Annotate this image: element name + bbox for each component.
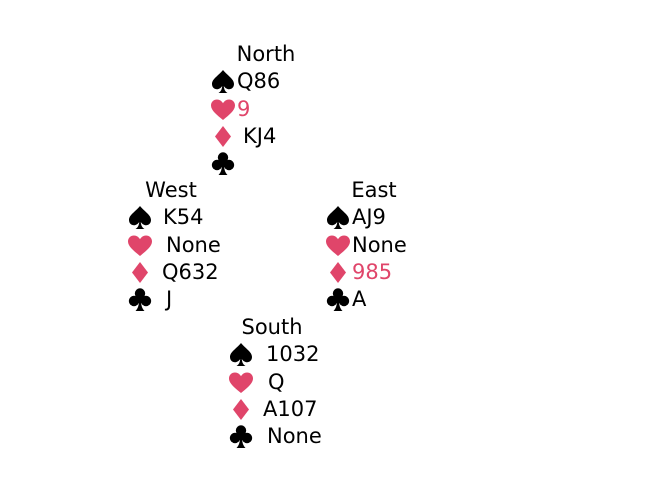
cards-hearts: 9 — [237, 96, 251, 121]
cards-spades: Q86 — [237, 69, 281, 94]
suit-row-diamonds: A107 — [227, 396, 347, 423]
hand-name-south: South — [241, 315, 303, 339]
suit-row-diamonds: KJ4 — [209, 123, 329, 150]
cards-diamonds: A107 — [263, 396, 318, 421]
suit-row-clubs: J — [126, 286, 246, 313]
club-icon — [126, 286, 154, 313]
suit-row-clubs: None — [227, 423, 347, 450]
spade-icon — [227, 341, 255, 368]
spade-icon — [126, 204, 154, 231]
cards-clubs: J — [166, 287, 173, 312]
cards-hearts: Q — [268, 369, 285, 394]
cards-clubs: A — [352, 287, 367, 312]
club-icon — [227, 423, 255, 450]
heart-icon — [209, 96, 237, 123]
spade-icon — [209, 68, 237, 95]
cards-hearts: None — [352, 232, 407, 257]
hand-name-north: North — [236, 42, 296, 66]
club-icon — [324, 286, 352, 313]
club-icon — [209, 150, 237, 177]
cards-spades: 1032 — [266, 342, 320, 367]
hand-west: West K54 None Q632 J — [126, 177, 246, 314]
cards-diamonds: 985 — [352, 259, 393, 284]
suit-row-spades: 1032 — [227, 341, 347, 368]
cards-hearts: None — [166, 232, 221, 257]
heart-icon — [126, 232, 154, 259]
suit-row-diamonds: 985 — [324, 259, 444, 286]
hand-name-west: West — [145, 178, 197, 202]
cards-spades: AJ9 — [352, 205, 386, 230]
diamond-icon — [126, 259, 154, 286]
suit-row-hearts: None — [324, 231, 444, 258]
hand-south: South 1032 Q A107 None — [227, 314, 347, 451]
cards-diamonds: Q632 — [162, 259, 219, 284]
cards-diamonds: KJ4 — [243, 123, 277, 148]
hand-east: East AJ9 None 985 A — [324, 177, 444, 314]
suit-row-spades: Q86 — [209, 68, 329, 95]
suit-row-spades: AJ9 — [324, 204, 444, 231]
hand-name-east: East — [351, 178, 397, 202]
suit-row-spades: K54 — [126, 204, 246, 231]
suit-row-clubs: A — [324, 286, 444, 313]
diamond-icon — [209, 123, 237, 150]
suit-row-clubs — [209, 150, 329, 177]
diamond-icon — [227, 396, 255, 423]
suit-row-hearts: 9 — [209, 95, 329, 122]
heart-icon — [227, 369, 255, 396]
suit-row-hearts: None — [126, 231, 246, 258]
heart-icon — [324, 232, 352, 259]
spade-icon — [324, 204, 352, 231]
hand-north: North Q86 9 KJ4 — [209, 41, 329, 178]
suit-row-diamonds: Q632 — [126, 259, 246, 286]
suit-row-hearts: Q — [227, 368, 347, 395]
diamond-icon — [324, 259, 352, 286]
cards-spades: K54 — [163, 205, 204, 230]
cards-clubs: None — [267, 424, 322, 449]
